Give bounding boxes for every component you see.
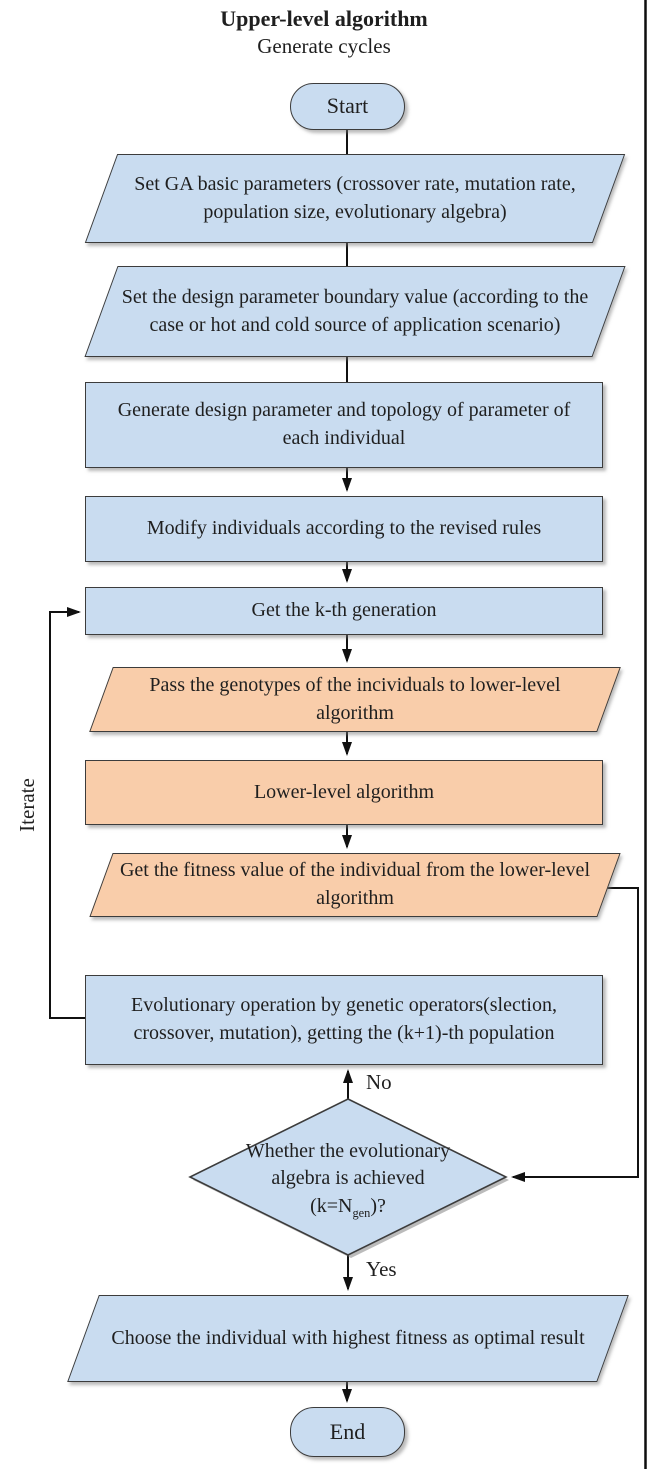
edge-label-iterate: Iterate bbox=[15, 778, 39, 832]
decision-diamond bbox=[188, 1098, 508, 1256]
node-get-kth-generation-label: Get the k-th generation bbox=[251, 599, 437, 622]
node-choose-individual-label: Choose the individual with highest fitne… bbox=[111, 1326, 585, 1349]
node-get-fitness-value-label: Get the fitness value of the individual … bbox=[119, 859, 590, 909]
node-set-ga-parameters: Set GA basic parameters (crossover rate,… bbox=[84, 154, 626, 243]
page-title: Upper-level algorithm bbox=[220, 6, 428, 31]
node-set-boundary-value: Set the design parameter boundary value … bbox=[84, 266, 626, 357]
decision-line1: Whether the evolutionary bbox=[245, 1139, 451, 1162]
node-pass-genotypes-label: Pass the genotypes of the incividuals to… bbox=[149, 673, 561, 724]
node-set-ga-parameters-label: Set GA basic parameters (crossover rate,… bbox=[134, 172, 576, 223]
edge-label-no: No bbox=[366, 1070, 392, 1094]
node-choose-individual: Choose the individual with highest fitne… bbox=[67, 1295, 629, 1382]
node-start: Start bbox=[290, 83, 405, 130]
edge-label-yes: Yes bbox=[366, 1257, 397, 1281]
node-modify-individuals-label: Modify individuals according to the revi… bbox=[146, 517, 542, 540]
decision-text: Whether the evolutionary algebra is achi… bbox=[190, 1135, 506, 1225]
node-pass-genotypes: Pass the genotypes of the incividuals to… bbox=[89, 667, 621, 732]
node-generate-design-parameter: Generate design parameter and topology o… bbox=[85, 382, 603, 468]
decision-line2: algebra is achieved bbox=[271, 1167, 425, 1190]
node-get-fitness-value: Get the fitness value of the individual … bbox=[89, 853, 621, 917]
node-start-label: Start bbox=[326, 93, 369, 119]
decision-line3: (k=Ngen)? bbox=[310, 1195, 386, 1221]
node-lower-level-algorithm: Lower-level algorithm bbox=[85, 760, 603, 825]
node-evolutionary-operation-label: Evolutionary operation by genetic operat… bbox=[131, 994, 557, 1044]
node-lower-level-algorithm-label: Lower-level algorithm bbox=[253, 780, 435, 803]
page-subtitle: Generate cycles bbox=[257, 34, 391, 58]
arrow-iterate-loop bbox=[49, 607, 85, 1019]
node-end-label: End bbox=[329, 1418, 366, 1444]
node-set-boundary-value-label: Set the design parameter boundary value … bbox=[121, 285, 589, 336]
node-modify-individuals: Modify individuals according to the revi… bbox=[85, 496, 603, 562]
node-end: End bbox=[290, 1407, 405, 1457]
arrow-fitness-to-decision bbox=[511, 887, 639, 1182]
node-evolutionary-operation: Evolutionary operation by genetic operat… bbox=[85, 975, 603, 1065]
node-generate-design-parameter-label: Generate design parameter and topology o… bbox=[117, 399, 571, 449]
node-get-kth-generation: Get the k-th generation bbox=[85, 587, 603, 635]
